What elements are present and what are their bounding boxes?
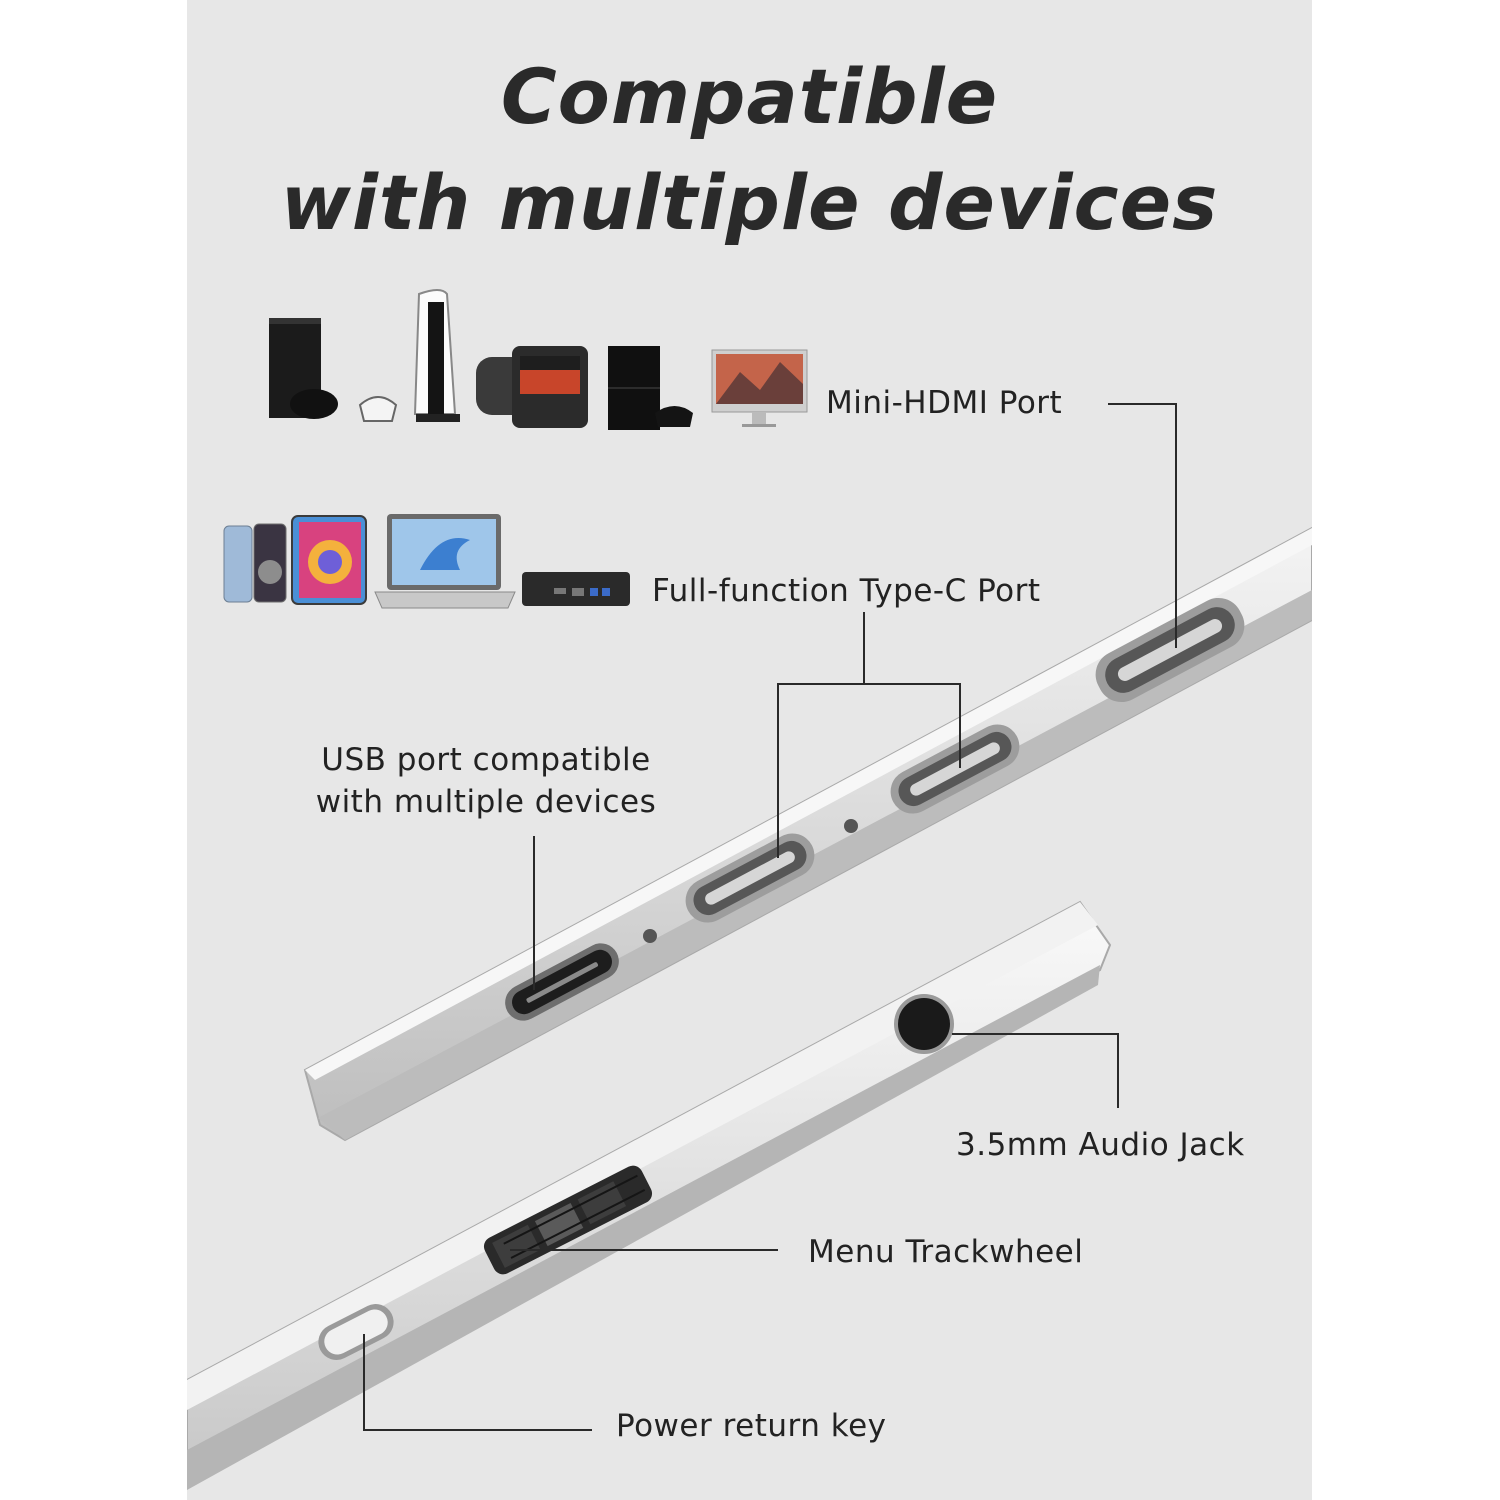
power-key — [318, 1304, 394, 1360]
imac-icon — [711, 349, 808, 427]
callout-lines — [363, 403, 1177, 1431]
handheld-console-icon — [476, 346, 588, 428]
type-c-label: Full-function Type-C Port — [652, 573, 1041, 609]
mini-hdmi-port — [1095, 597, 1245, 703]
audio-jack-label: 3.5mm Audio Jack — [956, 1127, 1245, 1163]
xbox-console-icon — [269, 318, 338, 419]
indicator-dot — [844, 819, 858, 833]
usb-label-line-1: USB port compatible — [321, 742, 651, 778]
indicator-dot — [643, 929, 657, 943]
ps4-console-icon — [608, 346, 693, 430]
page-title-line-2: with multiple devices — [280, 158, 1219, 247]
tablet-icon — [291, 515, 367, 605]
smartphone-icon — [223, 523, 287, 603]
page-title-line-1: Compatible — [500, 52, 999, 141]
audio-jack — [894, 994, 954, 1054]
mini-hdmi-label: Mini-HDMI Port — [826, 385, 1063, 421]
trackwheel-label: Menu Trackwheel — [808, 1234, 1084, 1270]
device-row-1 — [269, 289, 808, 430]
trackwheel — [483, 1165, 653, 1275]
type-c-port-1 — [685, 833, 815, 923]
ps5-console-icon — [358, 289, 460, 422]
mini-pc-icon — [522, 572, 630, 606]
type-c-port-2 — [890, 724, 1020, 814]
power-key-label: Power return key — [616, 1408, 887, 1444]
usb-label-line-2: with multiple devices — [315, 784, 657, 820]
laptop-icon — [374, 514, 516, 609]
device-row-2 — [223, 514, 630, 609]
usb-port — [505, 943, 619, 1021]
